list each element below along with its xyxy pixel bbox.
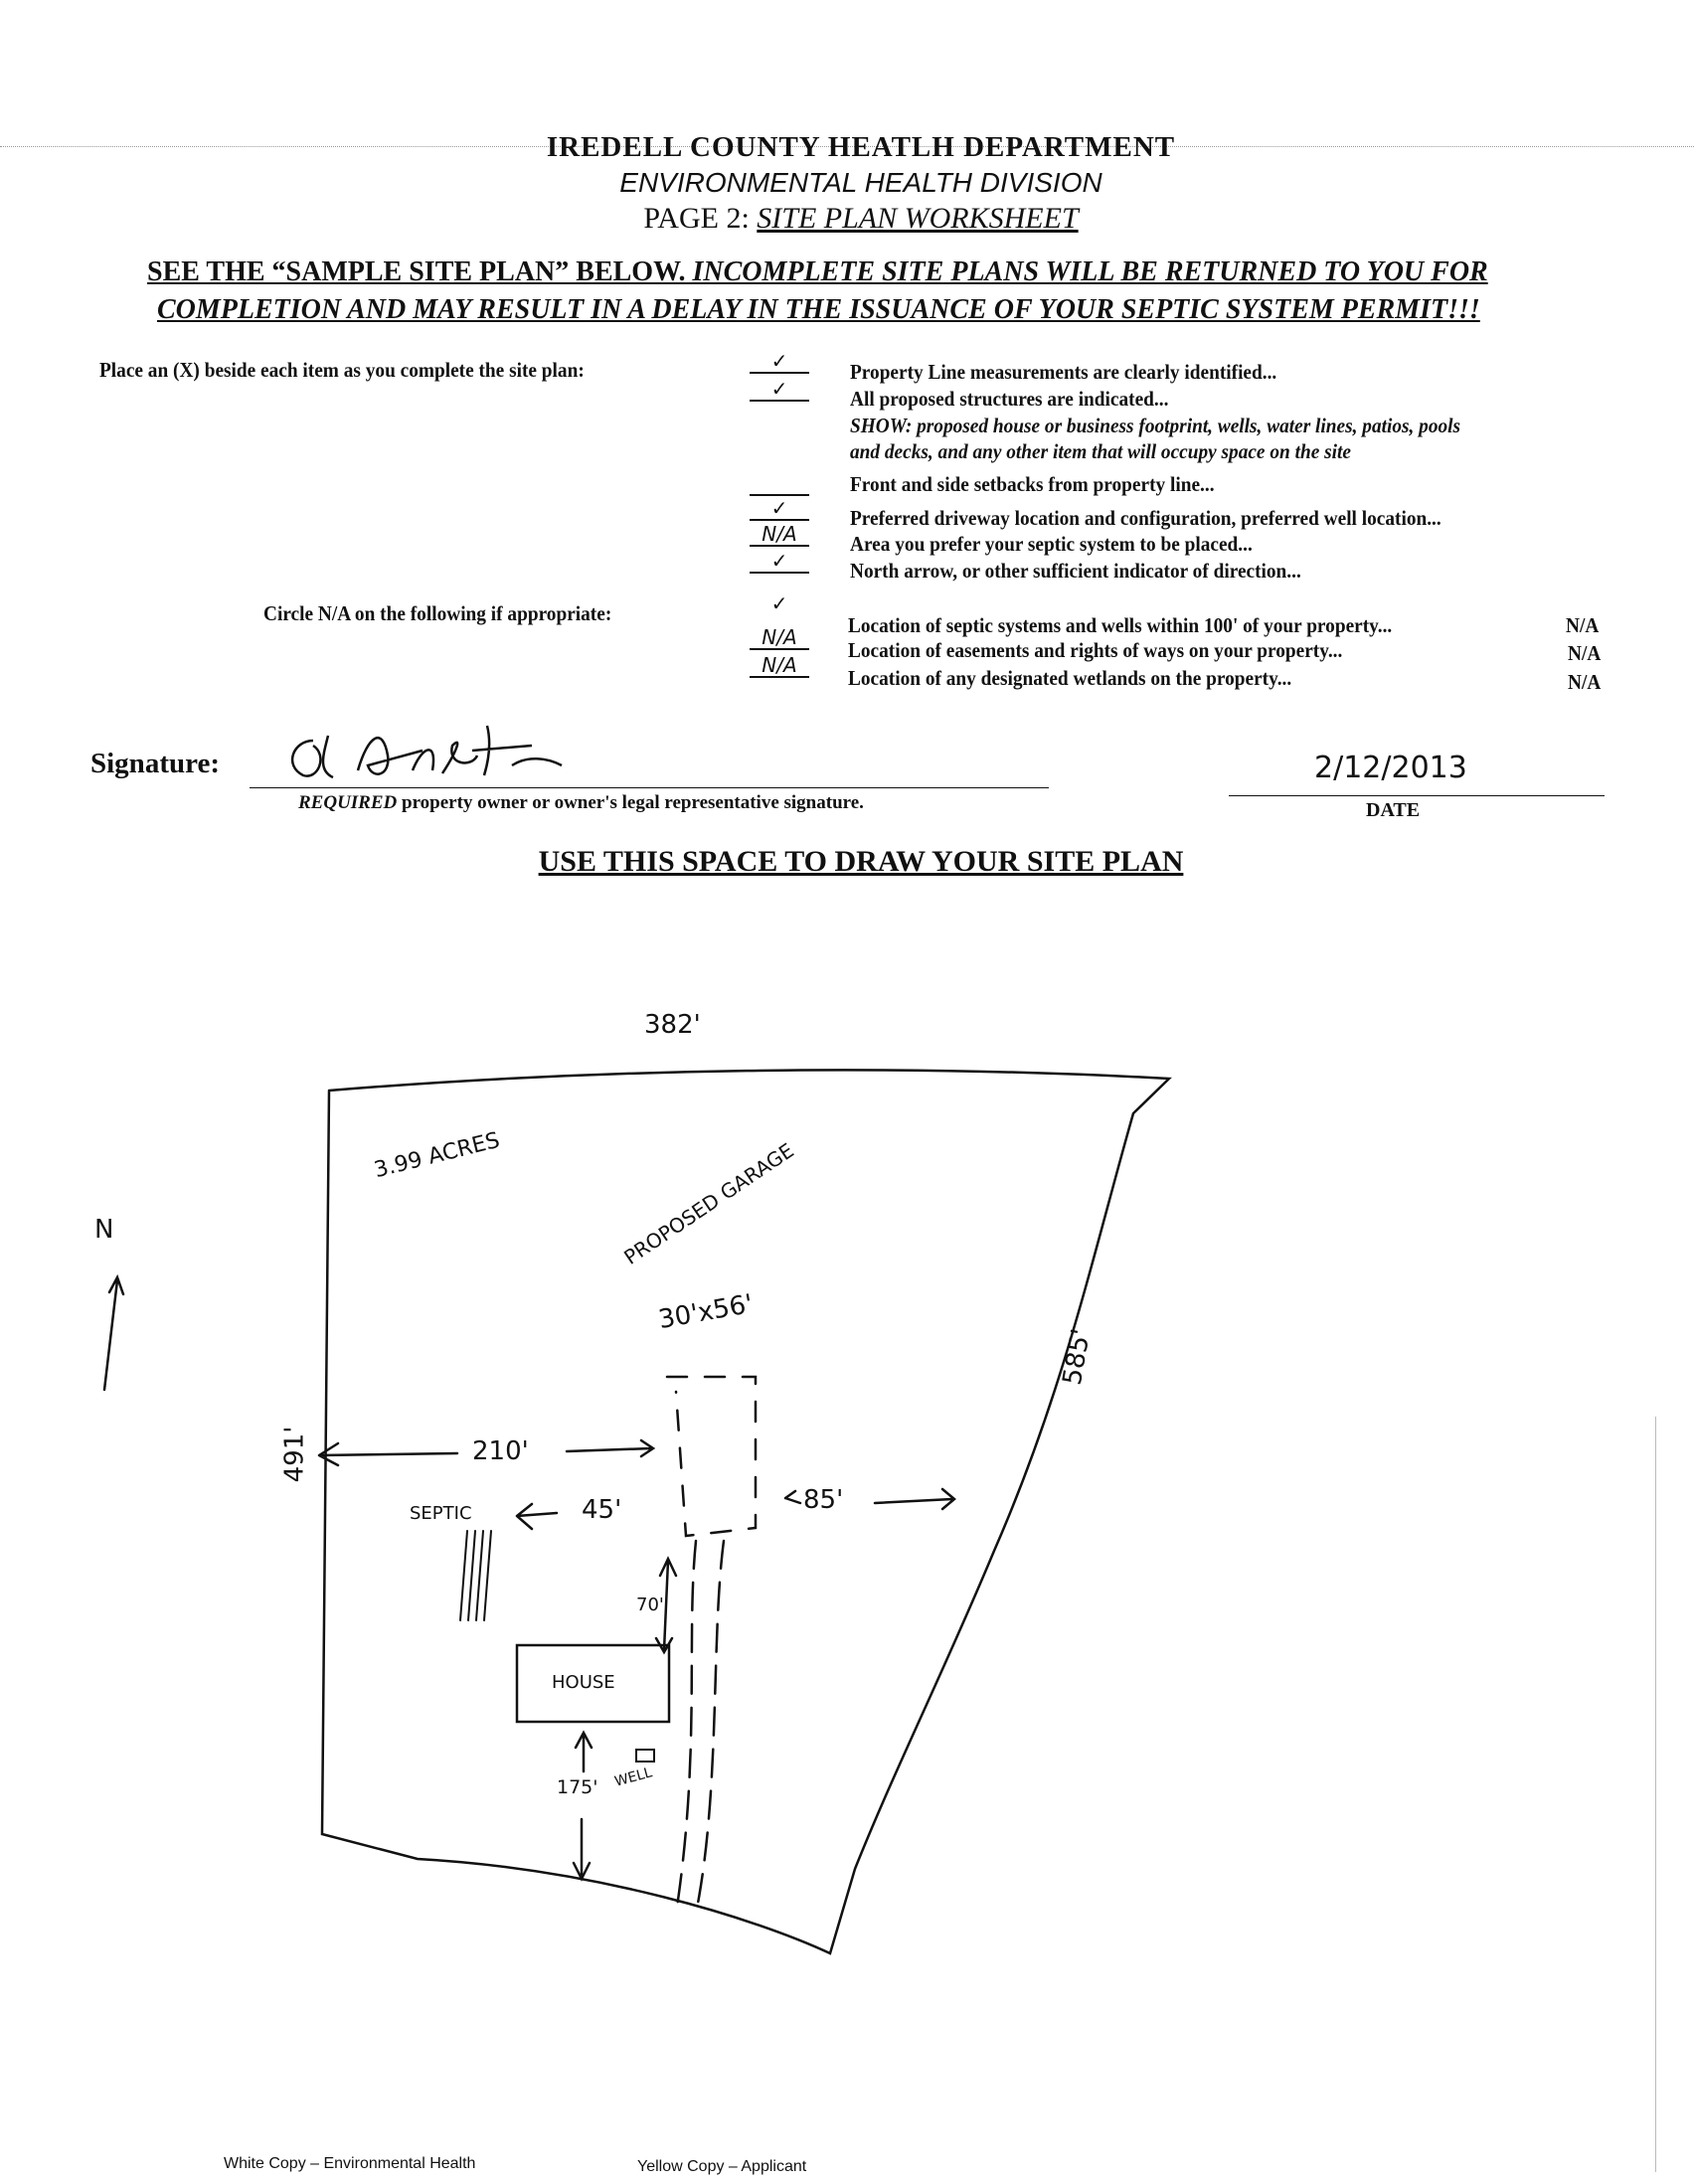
date-value[interactable]: 2/12/2013 [1314,751,1467,785]
garage-outline [665,1375,758,1538]
dist-house: 70' [636,1595,664,1615]
show-note: SHOW: proposed house or business footpri… [850,414,1460,438]
notice-line-1: SEE THE “SAMPLE SITE PLAN” BELOW. INCOMP… [147,256,1488,288]
driveway [674,1539,726,1916]
house-label: HOUSE [552,1672,615,1693]
na-option[interactable]: N/A [1568,641,1602,665]
signature-line[interactable] [250,787,1049,788]
septic-lines [459,1530,492,1621]
circle-instruction: Circle N/A on the following if appropria… [263,601,612,625]
check-mark-5[interactable]: ✓ [750,497,809,521]
checklist-item: Preferred driveway location and configur… [850,506,1441,530]
signature-scribble [291,725,563,779]
left-length: 491' [279,1426,310,1483]
show-label: SHOW: [850,414,913,437]
na-item: Location of easements and rights of ways… [848,638,1343,662]
date-label: DATE [1366,799,1421,821]
notice-plain: SEE THE “SAMPLE SITE PLAN” BELOW. [147,256,686,287]
check-mark-6[interactable]: N/A [750,523,809,547]
checklist-instruction: Place an (X) beside each item as you com… [99,358,585,382]
date-line [1229,795,1605,796]
checklist-item: Front and side setbacks from property li… [850,472,1215,496]
check-mark-7[interactable]: ✓ [750,550,809,574]
notice-line-2: COMPLETION AND MAY RESULT IN A DELAY IN … [157,294,1480,325]
department-title: IREDELL COUNTY HEATLH DEPARTMENT [546,131,1176,163]
checklist-item: Property Line measurements are clearly i… [850,360,1277,384]
property-boundary [320,1069,1172,1955]
septic-label: SEPTIC [410,1503,472,1524]
page-prefix: PAGE 2: [643,202,750,235]
na-option[interactable]: N/A [1568,670,1602,694]
signature-label: Signature: [90,748,220,779]
arrow-85 [783,1487,956,1511]
yellow-copy-note: Yellow Copy – Applicant [637,2158,807,2175]
caption-rest: property owner or owner's legal represen… [402,792,864,813]
dist-septic: 45' [582,1495,622,1525]
page-title: PAGE 2: SITE PLAN WORKSHEET [643,202,1078,236]
scan-edge-line [1655,1417,1656,2172]
na-mark-2[interactable]: N/A [750,626,809,650]
dist-front: 175' [557,1776,598,1798]
north-label: N [94,1215,114,1245]
check-mark-4[interactable] [750,472,809,496]
na-item: Location of any designated wetlands on t… [848,666,1292,690]
na-item: Location of septic systems and wells wit… [848,613,1393,637]
house-outline [515,1643,671,1724]
na-option[interactable]: N/A [1566,613,1600,637]
dist-right: 85' [803,1485,844,1515]
caption-required: REQUIRED [298,792,398,813]
arrow-70 [654,1556,678,1655]
show-note-2: and decks, and any other item that will … [850,439,1351,463]
top-length: 382' [644,1010,701,1040]
check-mark-2[interactable]: ✓ [750,378,809,402]
signature-caption: REQUIRED property owner or owner's legal… [298,792,864,814]
white-copy-note: White Copy – Environmental Health [224,2155,476,2172]
notice-italic: INCOMPLETE SITE PLANS WILL BE RETURNED T… [692,256,1488,287]
na-mark-3[interactable]: N/A [750,654,809,678]
arrow-175 [572,1730,593,1882]
scan-top-rule [0,146,1694,147]
na-mark-1[interactable]: ✓ [770,591,788,615]
check-mark-1[interactable]: ✓ [750,350,809,374]
page-name: SITE PLAN WORKSHEET [757,202,1079,235]
checklist-item: Area you prefer your septic system to be… [850,532,1253,556]
dist-left: 210' [472,1436,529,1466]
north-arrow [102,1273,125,1392]
arrow-45 [515,1502,559,1531]
checklist-item: All proposed structures are indicated... [850,387,1169,411]
arrow-210 [317,1438,656,1467]
draw-heading: USE THIS SPACE TO DRAW YOUR SITE PLAN [538,845,1184,878]
checklist-item: North arrow, or other sufficient indicat… [850,559,1301,583]
division-title: ENVIRONMENTAL HEALTH DIVISION [619,167,1102,198]
show-text: proposed house or business footprint, we… [917,414,1461,437]
well-marker [635,1749,655,1763]
